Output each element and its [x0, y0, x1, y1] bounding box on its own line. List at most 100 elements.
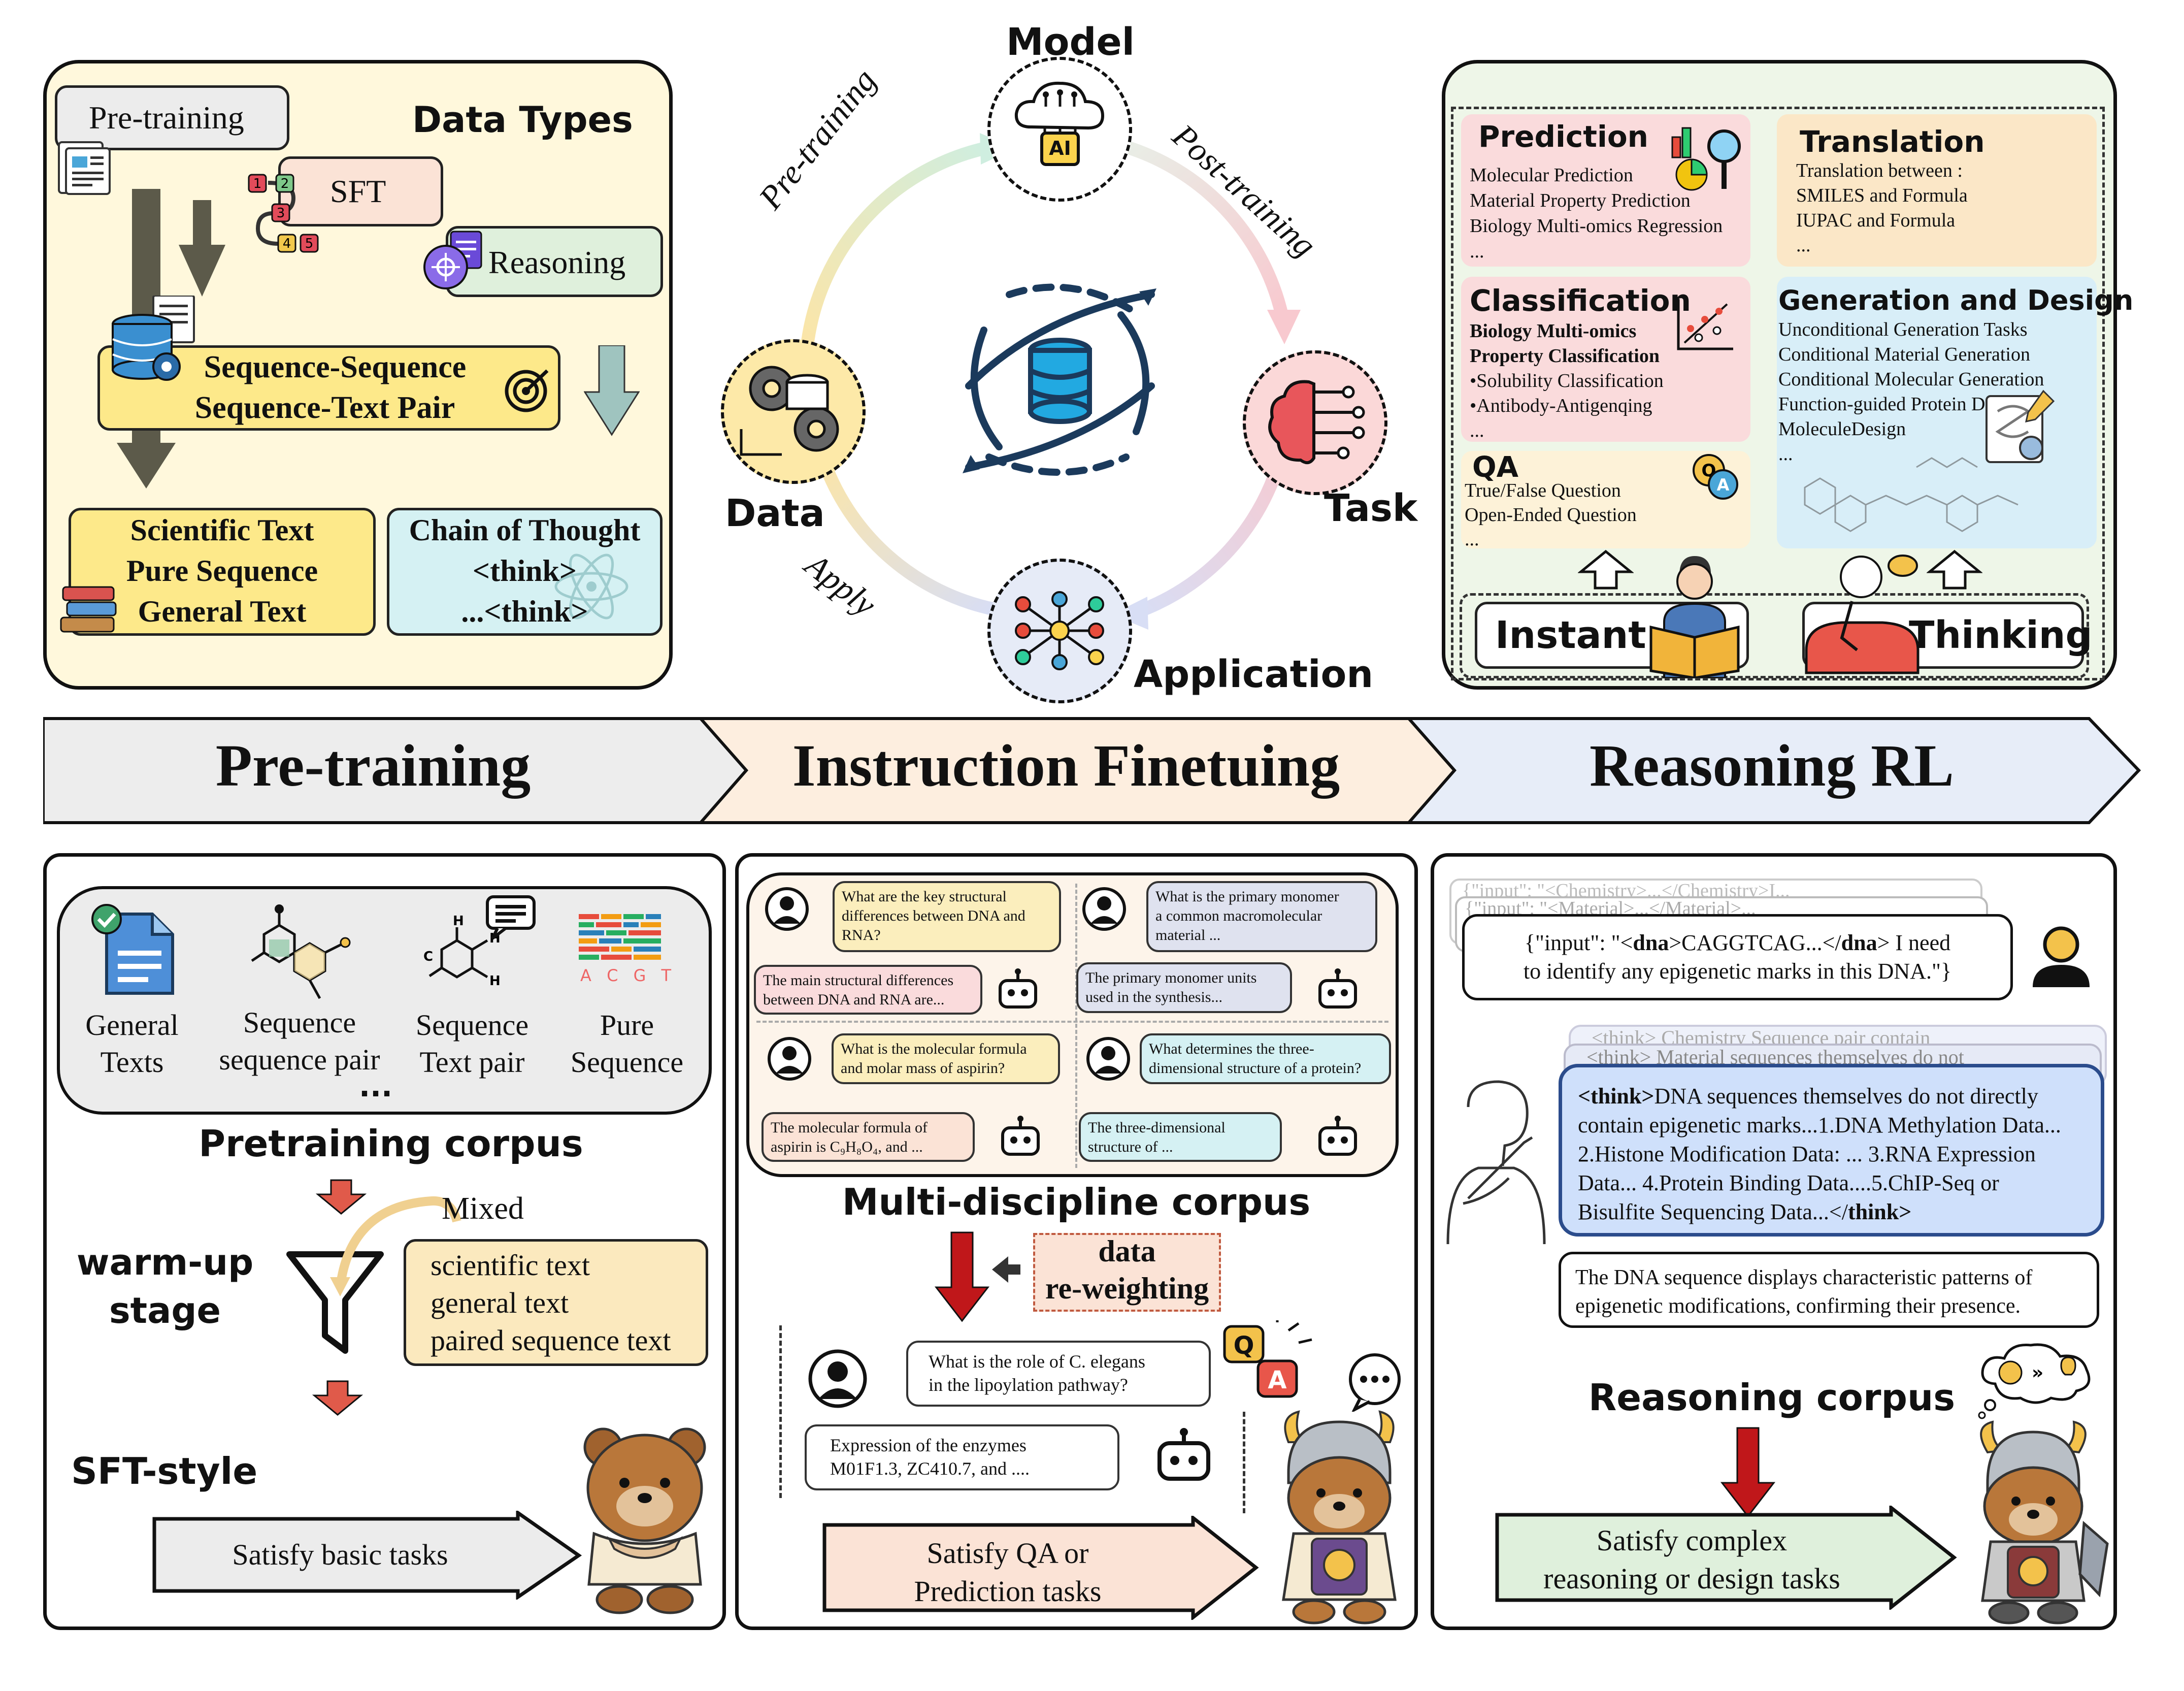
corpus-type-2-line1: Sequence [243, 1006, 356, 1039]
sequence-sequence-icon [251, 904, 351, 999]
corpus-type-2-line2: sequence pair [219, 1043, 380, 1076]
user-icon [808, 1349, 867, 1408]
general-texts-icon [91, 904, 174, 995]
satisfy-qa-line1: Satisfy QA or [926, 1537, 1089, 1570]
reasoning-corpus-title: Reasoning corpus [1588, 1376, 1956, 1419]
cot-line1: Chain of Thought [409, 513, 641, 547]
data-types-title: Data Types [412, 99, 633, 141]
data-reweighting-box [1033, 1233, 1221, 1312]
svg-text:3: 3 [277, 206, 285, 221]
chat-1-question: What are the key structural differences … [833, 881, 1061, 952]
model-label: Model [1006, 20, 1135, 64]
multi-discipline-corpus-title: Multi-discipline corpus [842, 1181, 1311, 1223]
user-icon [765, 887, 809, 931]
svg-text:1: 1 [253, 176, 262, 191]
network-icon [1015, 591, 1104, 670]
dark-left-arrow [992, 1256, 1020, 1283]
example-answer: Expression of the enzymes M01F1.3, ZC410… [805, 1424, 1119, 1490]
data-node [721, 339, 866, 484]
cot-line3: ...<think> [461, 595, 588, 628]
sequence-text-icon: H H C H [423, 895, 536, 989]
svg-text:4: 4 [283, 236, 291, 251]
chain-of-thought-box [387, 508, 663, 636]
svg-text:H: H [489, 973, 501, 989]
red-down-arrow [934, 1231, 990, 1322]
mixed-label: Mixed [442, 1191, 524, 1226]
robot-icon [1001, 1116, 1040, 1156]
atom-watermark-icon [554, 554, 628, 620]
bear-mascot-basic [583, 1427, 706, 1614]
corpus-type-3-line1: Sequence [415, 1009, 529, 1042]
acgt-label: A C G T [580, 966, 677, 985]
user-icon [1086, 1037, 1130, 1081]
task-node [1243, 350, 1387, 495]
thinker-person-icon [1805, 555, 1920, 674]
answer-bubble: The DNA sequence displays characteristic… [1559, 1252, 2099, 1328]
up-arrow-left [1578, 549, 1634, 590]
chat-grid-divider-v [1075, 884, 1077, 1168]
sft-label: SFT [330, 173, 386, 209]
generation-items: Unconditional Generation Tasks Condition… [1778, 319, 2044, 465]
brain-gear-icon [423, 231, 482, 289]
svg-text:C: C [423, 949, 433, 964]
satisfy-qa-arrow [822, 1516, 1259, 1620]
protein-design-icon [1986, 389, 2055, 463]
numbered-steps-icon: 1 2 3 4 5 [248, 174, 319, 253]
example-question: What is the role of C. elegans in the li… [906, 1341, 1211, 1407]
instant-label: Instant [1495, 613, 1646, 657]
reweight-line1: data [1098, 1234, 1156, 1268]
up-arrow-right [1927, 549, 1982, 590]
red-arrow-1 [316, 1179, 367, 1215]
ai-badge: AI [1049, 137, 1071, 159]
qa-title: QA [1472, 451, 1518, 484]
translation-items: Translation between : SMILES and Formula… [1796, 160, 1968, 256]
corpus-type-3-line2: Text pair [419, 1046, 525, 1079]
thinking-label: Thinking [1909, 613, 2093, 657]
scientific-text-line3: General Text [138, 595, 307, 628]
qa-bubbles-icon: Q A [1693, 454, 1738, 500]
brain-circuit-icon [1268, 380, 1365, 465]
chat-2-answer: The primary monomer units used in the sy… [1076, 962, 1292, 1013]
translation-title: Translation [1800, 124, 1985, 159]
pretraining-box [55, 85, 289, 150]
tasks-dashed-frame [1451, 107, 2105, 680]
red-arrow-2 [312, 1380, 363, 1416]
a-badge: A [1268, 1366, 1287, 1394]
chat-4-question: What determines the three- dimensional s… [1140, 1033, 1391, 1084]
chat-bubble-icon [1349, 1353, 1401, 1412]
example-dashed-right [1243, 1412, 1245, 1513]
cot-line2: <think> [472, 554, 577, 588]
input-bubble: {"input": "<dna>CAGGTCAG...</dna> I need… [1462, 914, 2013, 1000]
data-gears-icon [740, 366, 839, 456]
svg-text:H: H [453, 914, 464, 929]
svg-text:2: 2 [281, 176, 289, 191]
q-badge: Q [1233, 1331, 1254, 1360]
scatter-plot-icon [1677, 299, 1733, 350]
banner-instruction-finetuning: Instruction Finetuing [792, 732, 1340, 799]
generation-title: Generation and Design [1778, 284, 2134, 316]
qa-items: True/False Question Open-Ended Question … [1465, 480, 1637, 550]
classification-title: Classification [1470, 283, 1691, 318]
pretraining-corpus-title: Pretraining corpus [198, 1122, 583, 1165]
books-icon [60, 586, 117, 633]
think-bubble [1559, 1064, 2104, 1237]
robot-icon [1157, 1428, 1210, 1481]
chat-3-question: What is the molecular formula and molar … [832, 1033, 1060, 1084]
mixed-items: scientific text general text paired sequ… [431, 1249, 671, 1357]
satisfy-basic-label: Satisfy basic tasks [232, 1538, 448, 1571]
finetuning-stage-panel [735, 853, 1418, 1630]
classification-card [1461, 277, 1750, 442]
svg-text:A: A [1717, 475, 1730, 495]
classification-items: Biology Multi-omics Property Classificat… [1470, 320, 1664, 441]
reweight-line2: re-weighting [1045, 1272, 1209, 1305]
mix-arc [330, 1196, 461, 1296]
molecule-sketch-icon [1804, 457, 2018, 532]
satisfy-basic-arrow [152, 1511, 582, 1600]
satisfy-complex-line2: reasoning or design tasks [1543, 1562, 1840, 1595]
scientific-text-line1: Scientific Text [130, 513, 314, 547]
application-label: Application [1134, 653, 1374, 696]
prediction-items: Molecular Prediction Material Property P… [1470, 165, 1723, 262]
data-label: Data [725, 492, 825, 535]
chat-3-answer: The molecular formula of aspirin is C₉H₈… [762, 1112, 975, 1162]
pretraining-stage-panel [43, 853, 726, 1630]
